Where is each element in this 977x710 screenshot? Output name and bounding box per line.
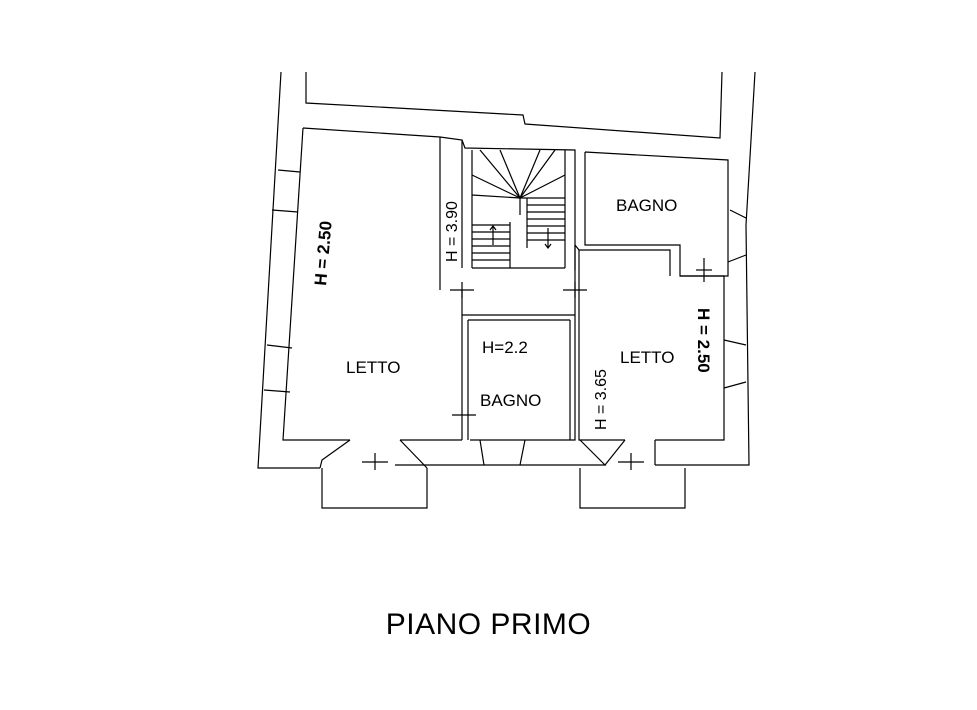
outer-wall-right [655, 71, 756, 466]
balcony-left [321, 468, 428, 509]
staircase [471, 149, 566, 268]
balcony-right [579, 468, 686, 509]
top-boundary [305, 71, 723, 139]
bedroom-right-label: LETTO [620, 348, 674, 367]
stair-hall-height: H = 3.90 [444, 201, 461, 262]
bedroom-left-height: H = 2.50 [311, 220, 336, 286]
floor-title: PIANO PRIMO [385, 608, 592, 641]
walls [257, 71, 756, 509]
bathroom-center-label: BAGNO [480, 391, 541, 410]
inner-wall-left [282, 127, 350, 441]
bedroom-left-label: LETTO [346, 358, 400, 377]
bathroom-right-label: BAGNO [616, 196, 677, 215]
bedroom-right-height-right: H = 2.50 [694, 308, 713, 373]
outer-wall-left [257, 71, 320, 469]
bathroom-center-height: H=2.2 [482, 338, 528, 357]
bedroom-right-height-left: H = 3.65 [593, 369, 610, 430]
